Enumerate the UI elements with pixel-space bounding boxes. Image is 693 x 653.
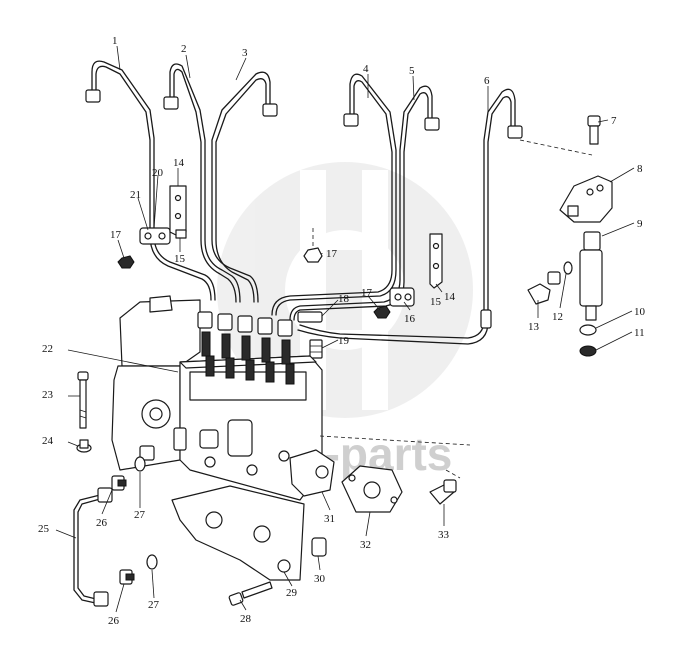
callout-20: 20	[152, 167, 164, 179]
callout-15-left: 15	[174, 253, 186, 265]
callout-8: 8	[637, 163, 643, 175]
callout-26-bottom: 26	[108, 615, 120, 627]
injection-pipe-4	[271, 73, 397, 316]
injector-9	[579, 231, 603, 321]
nut-17-left	[117, 255, 135, 269]
callout-17-left: 17	[110, 229, 122, 241]
callout-15-right: 15	[430, 296, 442, 308]
delivery-valve-holder-row	[197, 311, 295, 385]
fitting-33	[429, 479, 457, 505]
injection-pipe-6	[297, 88, 523, 345]
callout-27-top: 27	[134, 509, 146, 521]
clamp-18	[297, 311, 323, 323]
callout-6: 6	[484, 75, 490, 87]
callout-21: 21	[130, 189, 141, 201]
callout-30: 30	[314, 573, 326, 585]
callout-17-top: 17	[326, 248, 338, 260]
leader-lines	[55, 45, 635, 613]
bolt-7	[587, 115, 601, 145]
callout-28: 28	[240, 613, 252, 625]
callout-22: 22	[42, 343, 53, 355]
adapter-31	[289, 449, 335, 497]
washer-11	[579, 345, 597, 357]
callout-13: 13	[528, 321, 540, 333]
clamp-plate-8	[559, 175, 613, 223]
injection-pipe-2	[163, 63, 241, 303]
callout-24: 24	[42, 435, 54, 447]
pipe-clamp-21	[139, 227, 171, 245]
banjo-bolt-26-bottom	[119, 569, 135, 585]
banjo-bolt-26-top	[111, 475, 127, 491]
stud-23	[77, 371, 89, 429]
callout-31: 31	[324, 513, 335, 525]
callout-25: 25	[38, 523, 50, 535]
callout-12: 12	[552, 311, 563, 323]
callout-1: 1	[112, 35, 118, 47]
callout-33: 33	[438, 529, 450, 541]
nut-17-top	[303, 228, 323, 263]
banjo-bolt-13	[527, 271, 561, 305]
callout-9: 9	[637, 218, 643, 230]
callout-16: 16	[404, 313, 416, 325]
callout-26-top: 26	[96, 517, 108, 529]
callout-2: 2	[181, 43, 187, 55]
injection-pipe-1	[85, 60, 216, 301]
washer-24	[76, 439, 92, 453]
cover-plate-32	[341, 465, 403, 513]
callout-11: 11	[634, 327, 645, 339]
callout-17-right: 17	[361, 287, 373, 299]
fuel-pipe-25	[73, 487, 113, 607]
callout-10: 10	[634, 306, 646, 318]
washer-27-top	[134, 456, 146, 472]
callout-29: 29	[286, 587, 298, 599]
injection-pipe-3	[211, 71, 278, 303]
stud-28	[228, 581, 273, 606]
bracket-29	[171, 485, 305, 581]
bracket-14-right	[429, 233, 443, 289]
bolt-15-left	[175, 229, 187, 239]
callout-7: 7	[611, 115, 617, 127]
pipe-clamp-16	[389, 287, 415, 307]
callout-4: 4	[363, 63, 369, 75]
callout-18: 18	[338, 293, 350, 305]
callout-14-right: 14	[444, 291, 456, 303]
callout-32: 32	[360, 539, 371, 551]
callout-numbers: 1 2 3 4 5 6 7 8 9 10 11 12 13 14 14 15 1…	[38, 35, 646, 627]
bolt-19	[309, 339, 323, 359]
callout-3: 3	[242, 47, 248, 59]
bracket-14-left	[169, 185, 187, 237]
washer-10	[579, 324, 597, 336]
washer-12	[563, 261, 573, 275]
callout-23: 23	[42, 389, 54, 401]
nut-17-right	[373, 305, 391, 319]
callout-19: 19	[338, 335, 350, 347]
sleeve-30	[311, 537, 327, 557]
washer-27-bottom	[146, 554, 158, 570]
callout-14-left: 14	[173, 157, 185, 169]
callout-27-bottom: 27	[148, 599, 160, 611]
callout-5: 5	[409, 65, 415, 77]
